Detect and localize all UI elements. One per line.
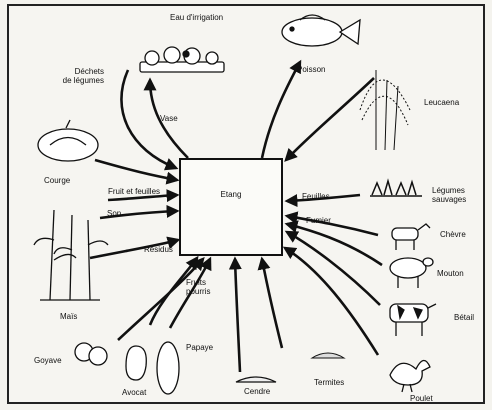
label-ash: Cendre [244,387,270,396]
label-manure: Fumier [306,216,331,225]
label-maize: Maïs [60,312,77,321]
arrow-manure-goat [287,216,378,235]
guava-icon [75,343,107,365]
arrow-leucaena [286,78,374,160]
label-avocado: Avocat [122,388,146,397]
maize-icon [34,210,108,300]
label-fruit-and-leaves: Fruit et feuilles [108,187,160,196]
leucaena-tree-icon [360,70,410,150]
chicken-icon [390,360,430,392]
arrow-chicken [285,248,378,355]
label-papaya: Papaye [186,343,213,352]
cattle-icon [390,304,436,336]
label-termites: Termites [314,378,344,387]
label-rotten-fruit: Fruits pourris [186,278,210,296]
label-vegetable-waste: Déchets de légumes [40,67,104,85]
label-leaves: Feuilles [302,192,330,201]
arrow-termites [262,259,282,348]
label-bran: Son [107,209,121,218]
vegetable-waste-icon [140,47,224,72]
termites-icon [312,353,344,358]
ash-icon [236,377,276,382]
label-chicken: Poulet [410,394,433,403]
label-residues: Résidus [144,245,173,254]
squash-icon [38,120,98,161]
arrow-fish [262,62,300,158]
arrow-guava [118,259,203,340]
label-wild-vegetables: Légumes sauvages [432,186,466,204]
papaya-icon [157,342,179,394]
label-goat: Chèvre [440,230,466,239]
label-squash: Courge [44,176,70,185]
wild-vegetables-icon [370,181,422,196]
label-cattle: Bétail [454,313,474,322]
sheep-icon [390,258,433,288]
label-guava: Goyave [34,356,62,365]
label-sheep: Mouton [437,269,464,278]
label-leucaena: Leucaena [424,98,459,107]
goat-icon [392,224,430,250]
label-fish: Poisson [297,65,325,74]
label-irrigation-water: Eau d'irrigation [170,13,223,22]
arrow-ash [235,259,240,372]
pond-box: Etang [179,158,283,256]
avocado-icon [126,346,146,380]
fish-icon [282,15,360,46]
label-vase: Vase [160,114,178,123]
pond-label: Etang [181,190,281,199]
